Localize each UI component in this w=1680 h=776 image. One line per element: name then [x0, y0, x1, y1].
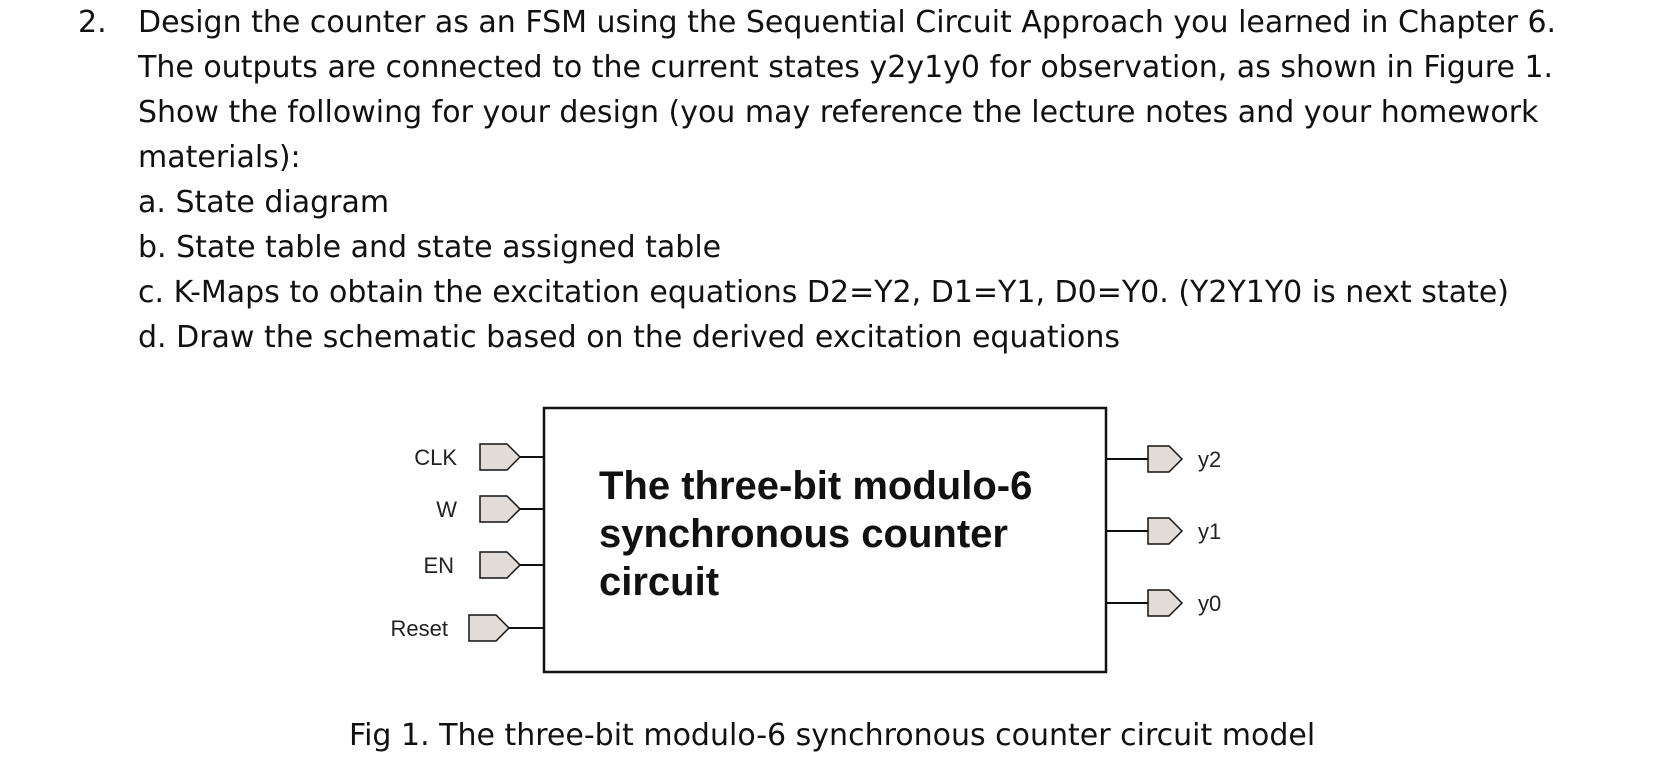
input-pin-w: W — [436, 495, 544, 523]
input-label-reset: Reset — [391, 616, 448, 641]
input-label-w: W — [436, 497, 457, 522]
output-pin-y0: y0 — [1106, 589, 1221, 617]
input-pin-w-shape — [479, 495, 522, 523]
output-label-y1: y1 — [1198, 519, 1221, 544]
input-pin-en-shape — [479, 551, 522, 579]
block-label: The three-bit modulo-6 synchronous count… — [599, 464, 1033, 604]
input-pin-clk-shape — [479, 443, 522, 471]
input-pin-reset: Reset — [391, 614, 544, 642]
list-item-k-maps: c. K-Maps to obtain the excitation equat… — [138, 275, 1510, 310]
output-pin-y0-shape — [1147, 589, 1184, 617]
input-label-clk: CLK — [414, 445, 457, 470]
problem-number: 2. — [78, 5, 107, 40]
output-pin-y2-shape — [1147, 445, 1184, 473]
output-label-y0: y0 — [1198, 591, 1221, 616]
output-label-y2: y2 — [1198, 447, 1221, 472]
list-item-state-table: b. State table and state assigned table — [138, 230, 722, 265]
problem-intro: Design the counter as an FSM using the S… — [138, 5, 1557, 175]
output-pin-y1: y1 — [1106, 517, 1221, 545]
output-pin-y1-shape — [1147, 517, 1184, 545]
counter-block — [542, 406, 1108, 674]
input-pin-clk: CLK — [414, 443, 544, 471]
input-pin-reset-shape — [468, 614, 511, 642]
input-label-en: EN — [423, 553, 454, 578]
list-item-state-diagram: a. State diagram — [138, 185, 390, 220]
output-pin-y2: y2 — [1106, 445, 1221, 473]
problem-body: Design the counter as an FSM using the S… — [138, 0, 1578, 360]
input-pin-en: EN — [423, 551, 544, 579]
figure-caption: Fig 1. The three-bit modulo-6 synchronou… — [349, 718, 1316, 753]
list-item-schematic: d. Draw the schematic based on the deriv… — [138, 320, 1120, 355]
